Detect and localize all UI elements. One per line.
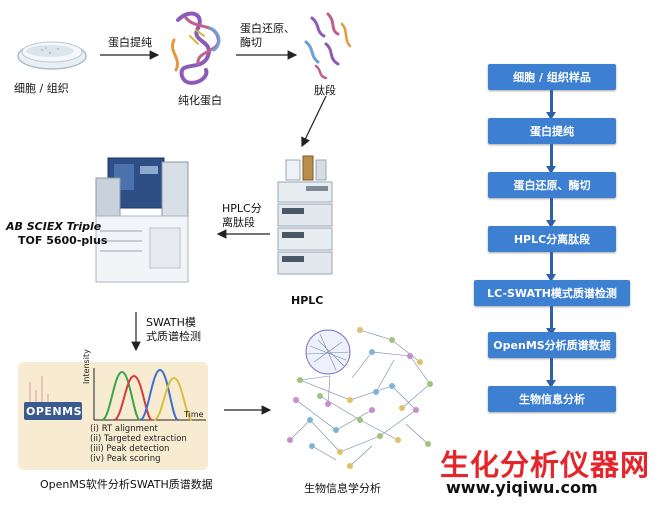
arrow-to-hplc [301, 95, 327, 148]
flow-arrow [546, 306, 556, 336]
openms-intensity-label: Intensity [82, 349, 91, 384]
flow-arrow [546, 358, 556, 388]
flow-arrow [546, 198, 556, 228]
flow-step-swath: LC-SWATH模式质谱检测 [474, 280, 630, 306]
flow-arrow [546, 90, 556, 120]
openms-step: (ii) Targeted extraction [90, 434, 187, 444]
label-hplc: HPLC [291, 294, 324, 307]
label-instrument-brand: AB SCIEX Triple [6, 220, 102, 233]
purified-protein-icon [171, 11, 221, 85]
label-swath-detect: SWATH模式质谱检测 [146, 316, 201, 343]
hplc-instrument-icon [277, 155, 333, 275]
network-nodes [287, 327, 433, 469]
watermark-url: www.yiqiwu.com [446, 478, 598, 497]
flow-arrow [546, 252, 556, 282]
label-openms-caption: OpenMS软件分析SWATH质谱数据 [40, 478, 213, 491]
mass-spectrometer-icon [95, 157, 189, 283]
openms-step: (iii) Peak detection [90, 444, 170, 454]
label-peptide: 肽段 [314, 84, 336, 97]
flow-step-bioinfo: 生物信息分析 [488, 386, 616, 412]
label-reduce-digest: 蛋白还原、酶切 [240, 22, 295, 49]
label-bio-caption: 生物信息学分析 [304, 482, 381, 495]
openms-chromatogram [24, 368, 206, 421]
workflow-illustration [17, 11, 433, 469]
flow-step-hplc: HPLC分离肽段 [488, 226, 616, 252]
openms-step: (i) RT alignment [90, 424, 158, 434]
watermark-title: 生化分析仪器网 [440, 448, 651, 482]
flow-step-samples: 细胞 / 组织样品 [488, 64, 616, 90]
openms-logo-icon [24, 402, 82, 420]
flow-step-digest: 蛋白还原、酶切 [488, 172, 616, 198]
label-pure-protein: 纯化蛋白 [178, 94, 222, 107]
openms-time-label: Time [184, 410, 204, 419]
label-instrument-model: TOF 5600-plus [18, 234, 108, 247]
peptide-fragments-icon [304, 12, 352, 80]
flow-step-purify: 蛋白提纯 [488, 118, 616, 144]
openms-panel: OPENMS Intensity Time (i) RT alignment (… [18, 349, 208, 470]
flow-arrow [546, 144, 556, 174]
flow-step-openms: OpenMS分析质谱数据 [488, 332, 616, 358]
label-cells: 细胞 / 组织 [14, 82, 69, 95]
label-hplc-sep: HPLC分离肽段 [222, 202, 262, 229]
openms-step: (iv) Peak scoring [90, 454, 161, 464]
label-protein-purify: 蛋白提纯 [108, 36, 152, 49]
petri-dish-icon [17, 41, 87, 70]
openms-logo-text: OPENMS [26, 405, 83, 418]
